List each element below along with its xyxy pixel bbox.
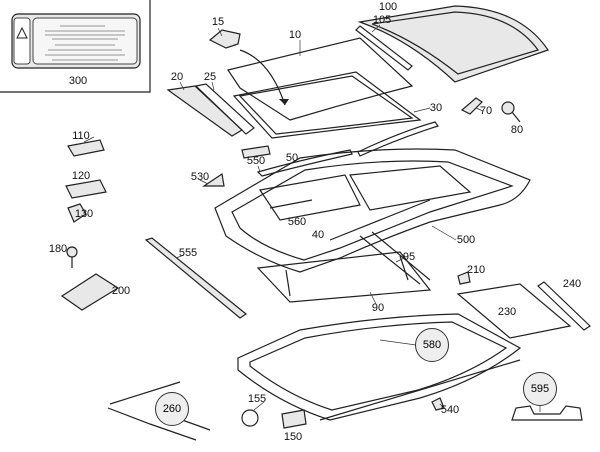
callout-20: 20 — [170, 71, 184, 83]
callout-110: 110 — [72, 130, 90, 142]
callout-105: 105 — [372, 14, 392, 26]
callout-240: 240 — [562, 278, 582, 290]
callout-300: 300 — [68, 75, 88, 87]
callout-25: 25 — [203, 71, 217, 83]
callout-540: 540 — [440, 404, 460, 416]
part-120 — [65, 179, 107, 199]
callout-560: 560 — [287, 216, 307, 228]
frame-500 — [214, 148, 531, 273]
callout-260: 260 — [155, 392, 189, 426]
part-200 — [60, 273, 120, 311]
callout-120: 120 — [71, 170, 91, 182]
lower-frame-580 — [237, 313, 522, 421]
callout-95: 95 — [402, 251, 416, 263]
callout-50: 50 — [285, 152, 299, 164]
callout-155: 155 — [247, 393, 267, 405]
callout-80: 80 — [510, 124, 524, 136]
callout-200: 200 — [111, 285, 131, 297]
label-frame — [0, 0, 151, 93]
callout-150: 150 — [283, 431, 303, 443]
callout-130: 130 — [74, 208, 94, 220]
panel-10 — [227, 37, 414, 121]
callout-530: 530 — [190, 171, 210, 183]
callout-90: 90 — [371, 302, 385, 314]
callout-230: 230 — [497, 306, 517, 318]
callout-580: 580 — [415, 328, 449, 362]
glass-panel-100 — [357, 5, 549, 83]
callout-10: 10 — [288, 29, 302, 41]
part-110 — [67, 139, 105, 157]
callout-40: 40 — [311, 229, 325, 241]
callout-180: 180 — [48, 243, 68, 255]
callout-555: 555 — [178, 247, 198, 259]
warning-triangle-icon — [16, 26, 28, 39]
callout-595: 595 — [523, 372, 557, 406]
callout-70: 70 — [479, 105, 493, 117]
part-130 — [67, 203, 87, 223]
callout-550: 550 — [246, 155, 266, 167]
callout-500: 500 — [456, 234, 476, 246]
callout-30: 30 — [429, 102, 443, 114]
callout-15: 15 — [211, 16, 225, 28]
callout-100: 100 — [378, 1, 398, 13]
callout-210: 210 — [466, 264, 486, 276]
